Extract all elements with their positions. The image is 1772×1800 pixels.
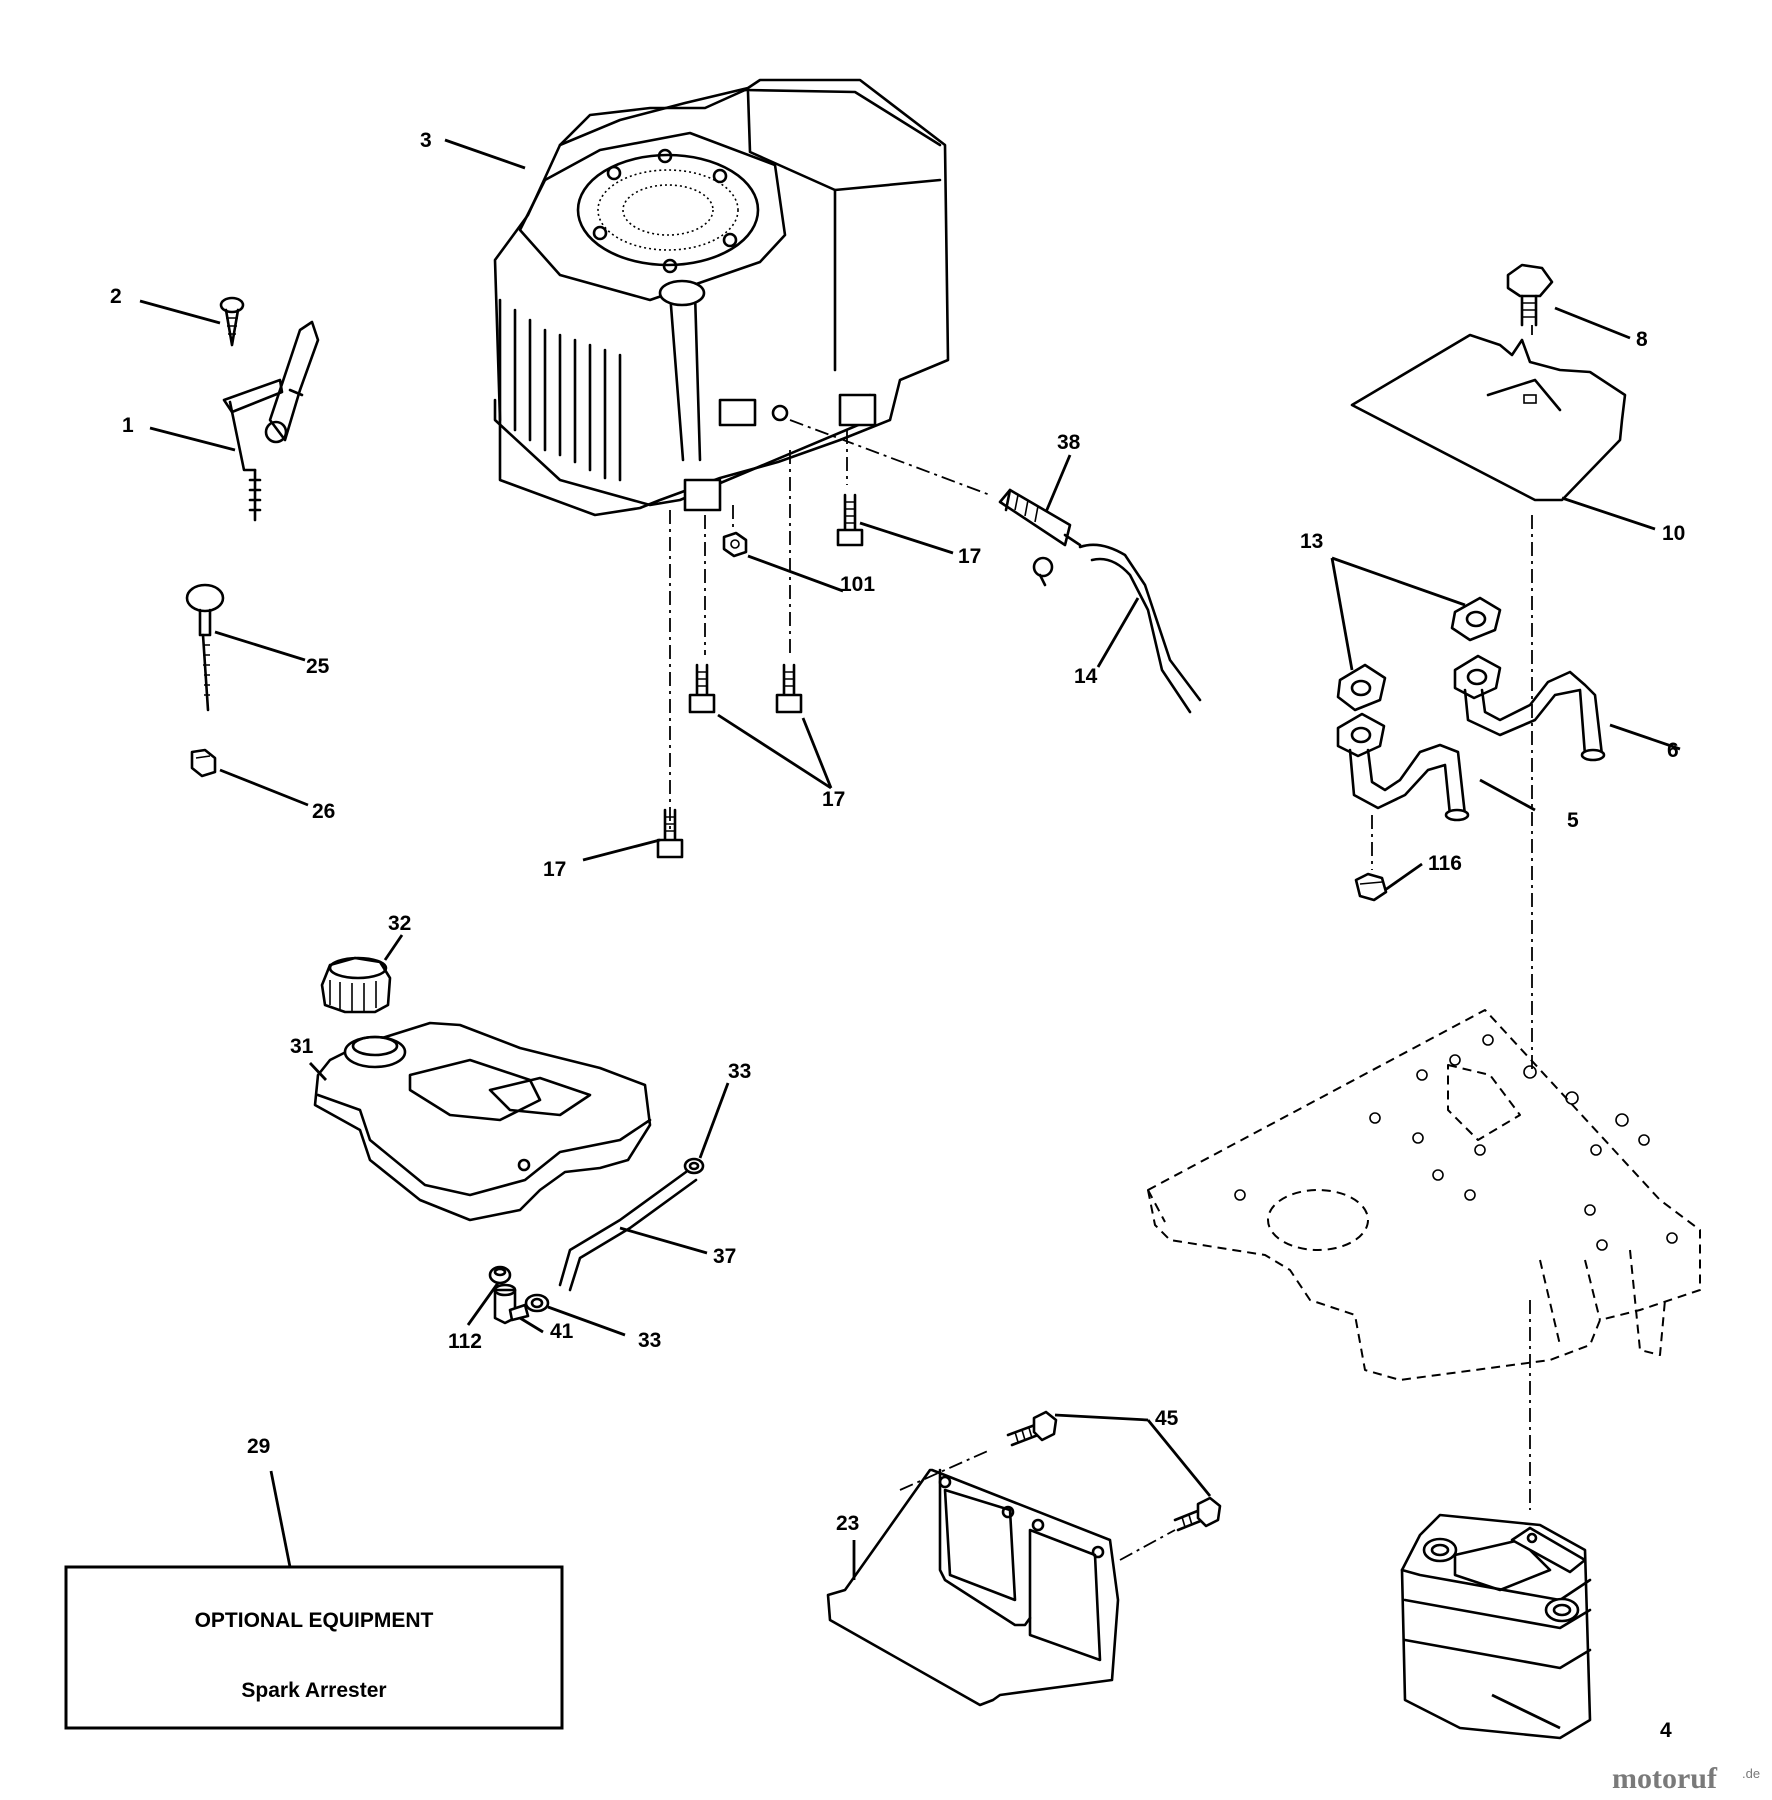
callout-33: 33 xyxy=(638,1329,661,1352)
throttle-control-part xyxy=(222,320,320,522)
heat-shield-part xyxy=(1350,333,1627,502)
fuel-cap-part xyxy=(320,956,392,1014)
callout-17: 17 xyxy=(543,858,566,881)
callout-32: 32 xyxy=(388,912,411,935)
svg-text:motoruf: motoruf xyxy=(1612,1762,1718,1795)
hose-clamp-part xyxy=(683,1157,705,1175)
hose-clamp-part xyxy=(524,1293,550,1313)
fuel-line-part xyxy=(558,1170,698,1292)
grommet-part xyxy=(488,1265,512,1285)
callout-14: 14 xyxy=(1074,665,1098,688)
callout-3: 3 xyxy=(420,129,432,152)
callout-5: 5 xyxy=(1567,809,1579,832)
fuel-hose-part xyxy=(1078,543,1202,714)
callout-17: 17 xyxy=(958,545,981,568)
callout-45: 45 xyxy=(1155,1407,1179,1430)
bolt-part xyxy=(656,808,684,859)
callout-29: 29 xyxy=(247,1435,270,1458)
callout-6: 6 xyxy=(1667,739,1679,762)
callout-25: 25 xyxy=(306,655,330,678)
callout-101: 101 xyxy=(840,573,875,596)
callout-31: 31 xyxy=(290,1035,314,1058)
leader-lines xyxy=(139,138,1681,1730)
nut-part xyxy=(190,748,217,778)
callout-26: 26 xyxy=(312,800,335,823)
fuel-tank-part xyxy=(313,1021,652,1222)
fuel-filter-part xyxy=(998,488,1082,587)
callout-38: 38 xyxy=(1057,431,1081,454)
callout-37: 37 xyxy=(713,1245,736,1268)
bolt-part xyxy=(688,663,716,714)
callout-41: 41 xyxy=(550,1320,574,1343)
callout-33: 33 xyxy=(728,1060,751,1083)
exhaust-pipe-part xyxy=(1336,712,1470,822)
callout-23: 23 xyxy=(836,1512,859,1535)
optional-equipment-item: Spark Arrester xyxy=(241,1679,386,1702)
callout-17: 17 xyxy=(822,788,845,811)
callout-1: 1 xyxy=(122,414,134,437)
exhaust-pipe-part xyxy=(1453,654,1606,762)
watermark-logo: motoruf .de xyxy=(1612,1762,1760,1795)
bolt-part xyxy=(836,493,864,547)
gasket-part xyxy=(1450,596,1502,642)
callout-2: 2 xyxy=(110,285,122,308)
optional-equipment-title: OPTIONAL EQUIPMENT xyxy=(195,1609,434,1632)
callout-8: 8 xyxy=(1636,328,1648,351)
svg-text:.de: .de xyxy=(1742,1766,1760,1781)
frame-outline xyxy=(1147,1009,1701,1381)
bolt-part xyxy=(775,663,803,714)
callout-10: 10 xyxy=(1662,522,1685,545)
nut-part xyxy=(1354,872,1388,902)
nut-part xyxy=(722,531,748,558)
bracket-part xyxy=(826,1468,1120,1707)
callout-116: 116 xyxy=(1428,852,1462,875)
choke-knob-part xyxy=(185,583,225,712)
bolt-part xyxy=(1006,1410,1058,1447)
fitting-part xyxy=(493,1283,530,1325)
bolt-part xyxy=(1506,263,1554,327)
muffler-part xyxy=(1400,1513,1592,1740)
callout-13: 13 xyxy=(1300,530,1323,553)
screw-part xyxy=(219,296,245,347)
callout-112: 112 xyxy=(448,1330,482,1353)
gasket-part xyxy=(1336,663,1387,712)
engine-part xyxy=(493,78,950,517)
bolt-part xyxy=(1173,1496,1222,1532)
optional-equipment-box xyxy=(64,1565,564,1730)
callout-4: 4 xyxy=(1660,1719,1672,1742)
